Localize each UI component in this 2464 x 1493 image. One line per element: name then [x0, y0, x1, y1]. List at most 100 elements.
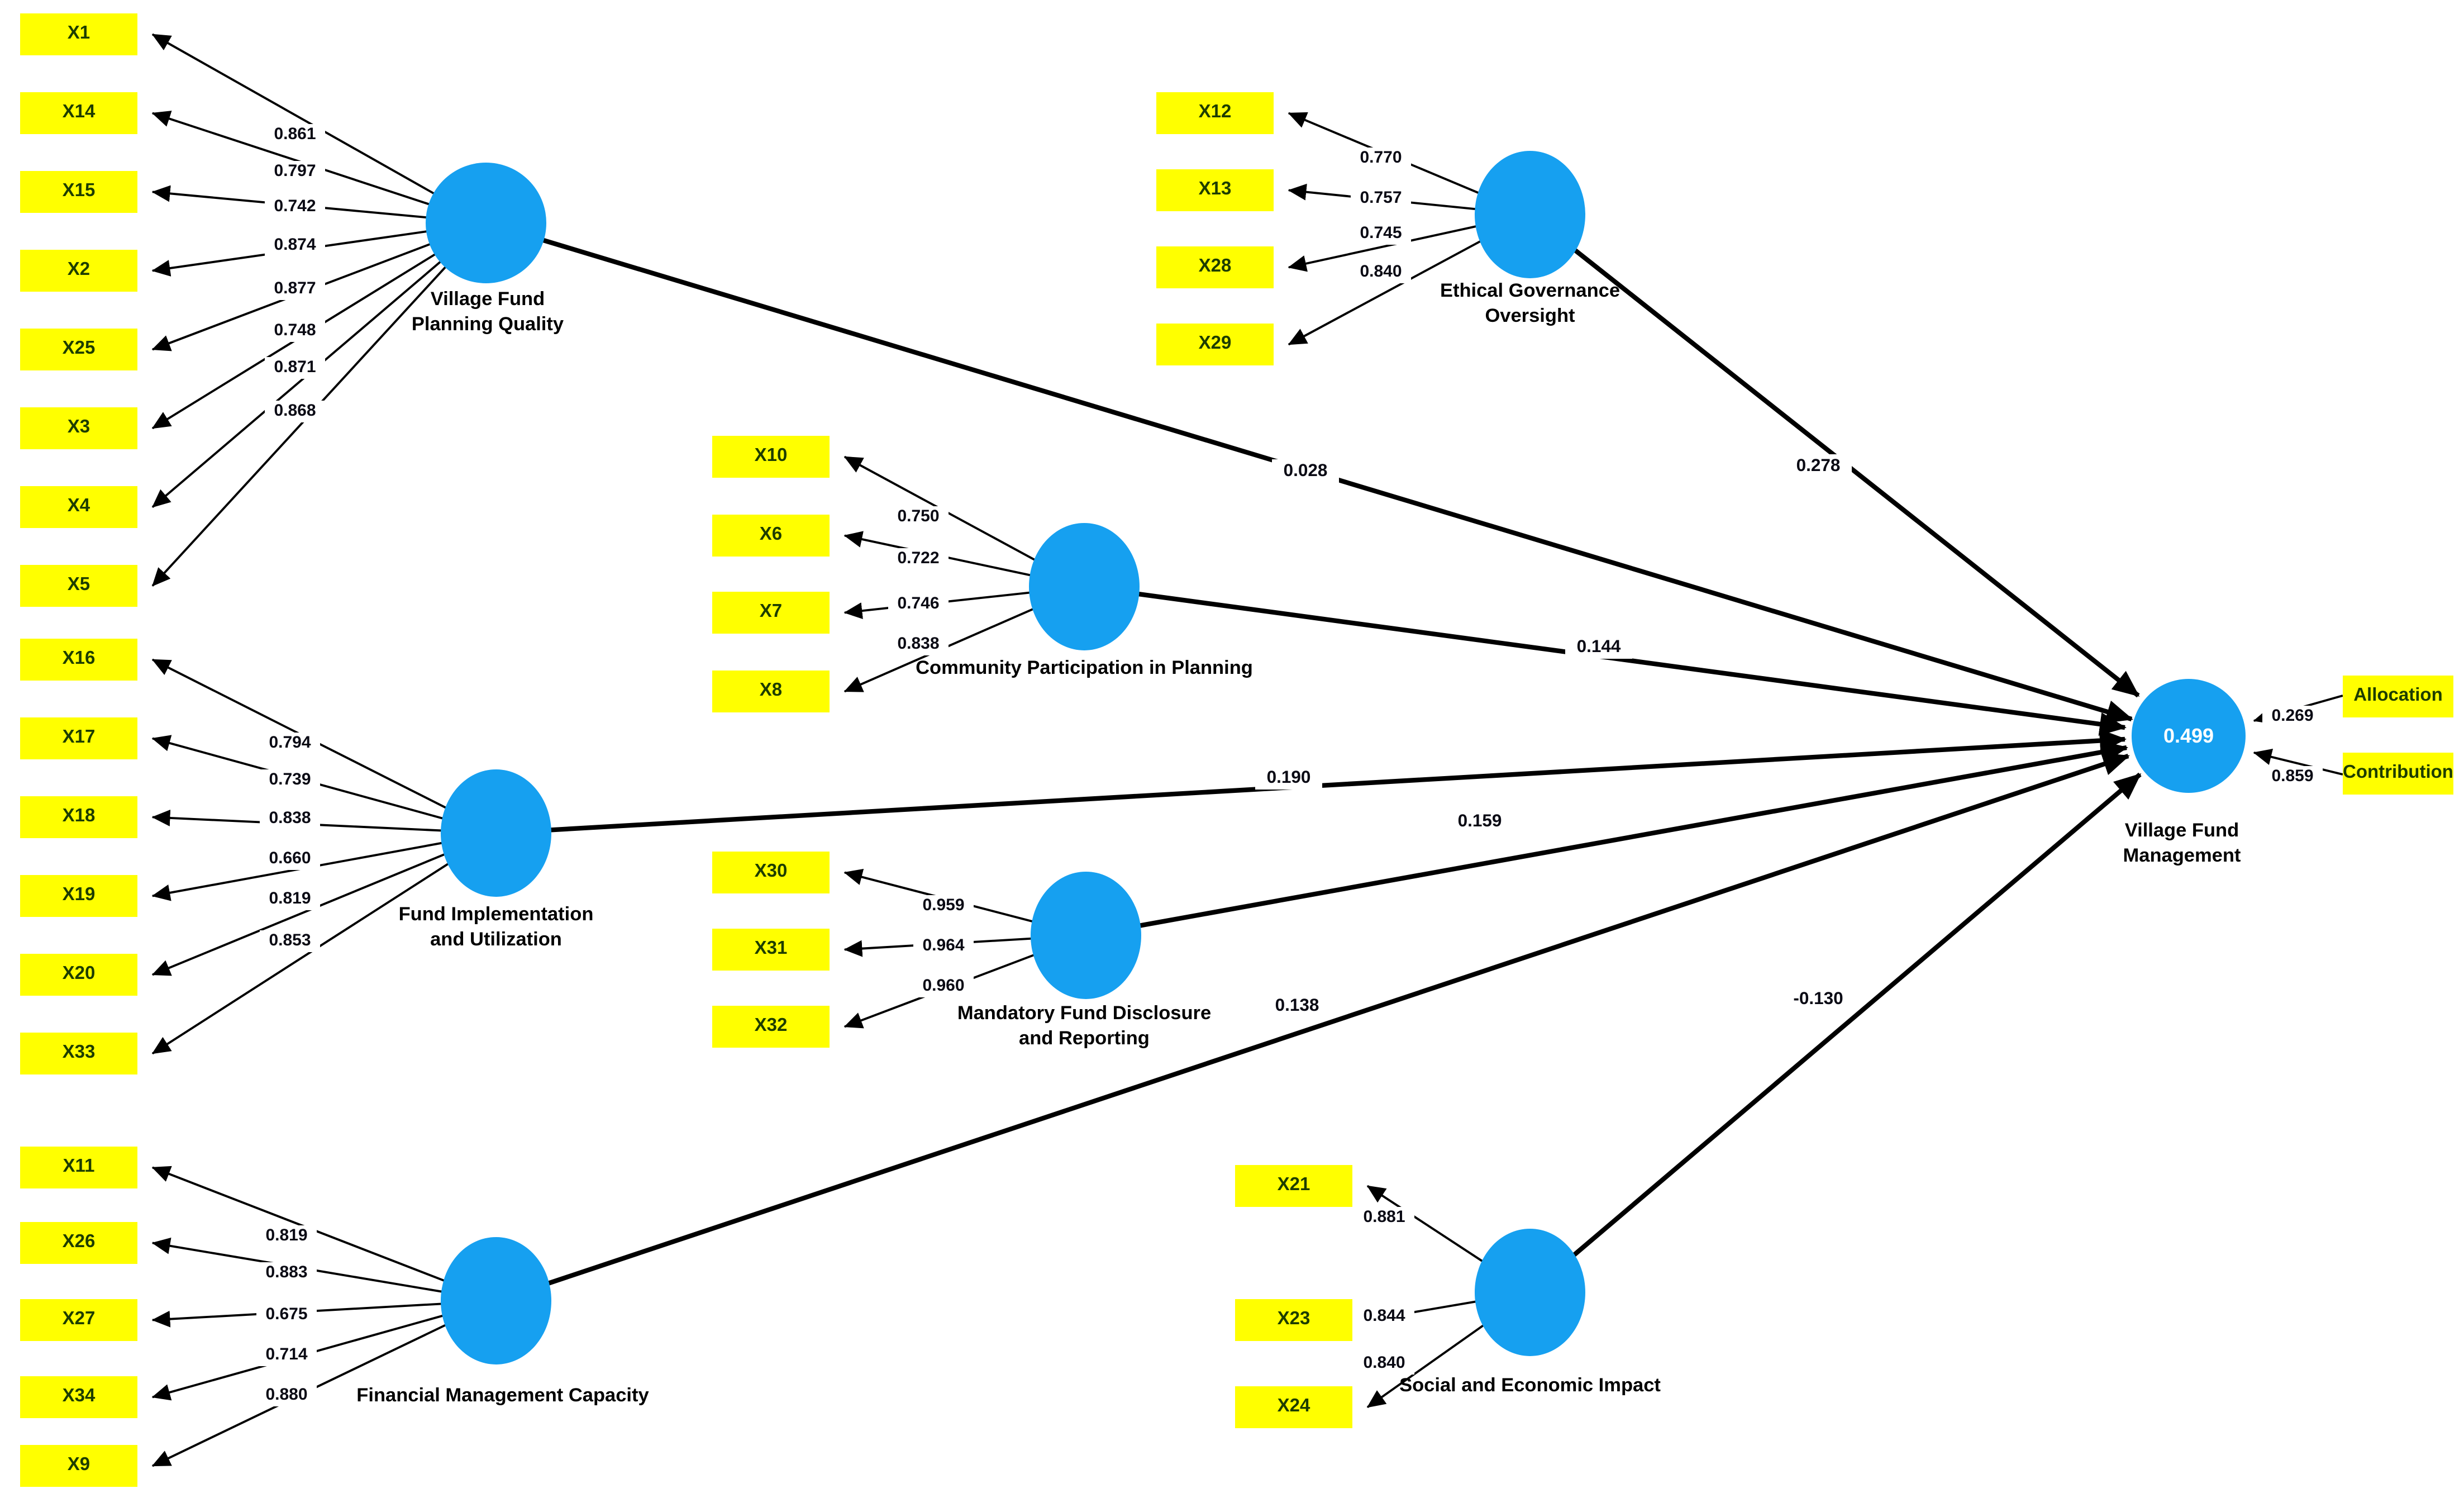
indicator-x26: X26 — [20, 1222, 137, 1264]
loading-x26: 0.883 — [256, 1262, 317, 1284]
construct-label-vfm-line1: Village Fund — [2124, 821, 2239, 841]
loading-x11: 0.819 — [256, 1225, 317, 1247]
indicator-arrows-fmc — [151, 1166, 497, 1467]
loading-x19: 0.660 — [260, 848, 320, 870]
construct-label-sei: Social and Economic Impact — [1321, 1375, 1739, 1399]
indicator-x14: X14 — [20, 92, 137, 134]
weight-allocation: 0.269 — [2262, 706, 2323, 728]
loading-x21: 0.881 — [1354, 1207, 1414, 1229]
construct-label-cpp-line1: Community Participation in Planning — [916, 659, 1253, 679]
indicator-x13: X13 — [1156, 169, 1274, 211]
path-coefficient-cpp-vfm: 0.144 — [1565, 635, 1632, 659]
loading-x12: 0.770 — [1351, 148, 1411, 169]
indicator-x18: X18 — [20, 796, 137, 838]
loading-x13: 0.757 — [1351, 188, 1411, 210]
indicator-x12: X12 — [1156, 92, 1274, 134]
loading-x30: 0.959 — [913, 895, 974, 917]
loading-x8: 0.838 — [888, 634, 949, 655]
loading-x2: 0.874 — [265, 235, 325, 256]
loading-x17: 0.739 — [260, 769, 320, 791]
indicator-x28: X28 — [1156, 246, 1274, 288]
indicator-x30: X30 — [712, 852, 830, 893]
indicator-x1: X1 — [20, 13, 137, 55]
indicator-x5: X5 — [20, 565, 137, 607]
loading-x31: 0.964 — [913, 935, 974, 957]
loading-x33: 0.853 — [260, 930, 320, 952]
indicator-x9: X9 — [20, 1445, 137, 1487]
construct-circle-fiu — [441, 769, 552, 897]
indicator-x15: X15 — [20, 171, 137, 213]
indicator-contribution: Contribution — [2343, 753, 2453, 795]
loading-x3: 0.748 — [265, 320, 325, 342]
loading-x34: 0.714 — [256, 1344, 317, 1366]
indicator-arrows-fiu — [151, 658, 497, 1055]
weight-contribution: 0.859 — [2262, 766, 2323, 788]
loading-x20: 0.819 — [260, 888, 320, 910]
indicator-x27: X27 — [20, 1299, 137, 1341]
r-squared-value: 0.499 — [2163, 724, 2214, 748]
indicator-x19: X19 — [20, 875, 137, 917]
indicator-x7: X7 — [712, 592, 830, 634]
loading-x1: 0.861 — [265, 124, 325, 146]
construct-circle-cpp — [1028, 522, 1140, 650]
indicator-x24: X24 — [1235, 1386, 1352, 1428]
construct-label-vfm-line2: Management — [2123, 845, 2241, 866]
loading-x28: 0.745 — [1351, 223, 1411, 245]
loading-x23: 0.844 — [1354, 1306, 1414, 1328]
path-coefficient-mfd-vfm: 0.159 — [1446, 810, 1513, 833]
indicator-x3: X3 — [20, 407, 137, 449]
indicator-x25: X25 — [20, 329, 137, 370]
loading-x16: 0.794 — [260, 733, 320, 754]
loading-x10: 0.750 — [888, 506, 949, 528]
indicator-x21: X21 — [1235, 1165, 1352, 1207]
loading-x7: 0.746 — [888, 593, 949, 615]
construct-circle-vfpq — [426, 162, 547, 283]
loading-x4: 0.871 — [265, 357, 325, 379]
indicator-allocation: Allocation — [2343, 676, 2453, 717]
indicator-x32: X32 — [712, 1006, 830, 1048]
construct-label-vfm: Village Fund Management — [2014, 820, 2349, 868]
loading-x29: 0.840 — [1351, 261, 1411, 283]
path-coefficient-ego-vfm: 0.278 — [1785, 454, 1852, 478]
construct-circle-vfm — [2131, 678, 2246, 793]
indicator-x20: X20 — [20, 954, 137, 996]
loading-x24: 0.840 — [1354, 1353, 1414, 1375]
construct-label-fiu-line1: Fund Implementation — [398, 905, 594, 925]
indicator-x10: X10 — [712, 436, 830, 478]
indicator-x4: X4 — [20, 486, 137, 528]
indicator-x8: X8 — [712, 671, 830, 712]
loading-x14: 0.797 — [265, 161, 325, 183]
construct-label-vfpq: Village Fund Planning Quality — [320, 288, 655, 337]
construct-label-fiu-line2: and Utilization — [430, 929, 562, 950]
indicator-x29: X29 — [1156, 324, 1274, 365]
indicator-x23: X23 — [1235, 1299, 1352, 1341]
construct-label-vfpq-line1: Village Fund — [430, 290, 545, 310]
indicator-x16: X16 — [20, 639, 137, 681]
loading-x25: 0.877 — [265, 278, 325, 300]
loading-x6: 0.722 — [888, 548, 949, 570]
indicator-x2: X2 — [20, 250, 137, 292]
construct-circle-sei — [1474, 1228, 1585, 1356]
construct-label-fmc-line1: Financial Management Capacity — [356, 1386, 649, 1406]
indicator-x6: X6 — [712, 515, 830, 557]
construct-circle-fmc — [441, 1237, 552, 1364]
construct-label-ego-line2: Oversight — [1485, 306, 1575, 326]
construct-label-mfd: Mandatory Fund Disclosure and Reporting — [833, 1002, 1336, 1051]
construct-label-fmc: Financial Management Capacity — [318, 1385, 687, 1409]
loading-x32: 0.960 — [913, 976, 974, 997]
structural-paths — [485, 212, 2142, 1303]
path-coefficient-vfpq-vfm: 0.028 — [1272, 459, 1339, 483]
construct-label-ego-line1: Ethical Governance — [1440, 282, 1621, 302]
indicator-x11: X11 — [20, 1147, 137, 1188]
loading-x5: 0.868 — [265, 401, 325, 422]
loading-x18: 0.838 — [260, 808, 320, 830]
loading-x27: 0.675 — [256, 1304, 317, 1326]
construct-label-mfd-line1: Mandatory Fund Disclosure — [957, 1004, 1212, 1024]
construct-label-sei-line1: Social and Economic Impact — [1399, 1376, 1661, 1396]
path-coefficient-sei-vfm: -0.130 — [1785, 987, 1852, 1011]
construct-label-vfpq-line2: Planning Quality — [411, 314, 564, 335]
construct-label-mfd-line2: and Reporting — [1019, 1028, 1150, 1049]
path-coefficient-fiu-vfm: 0.190 — [1255, 766, 1322, 790]
